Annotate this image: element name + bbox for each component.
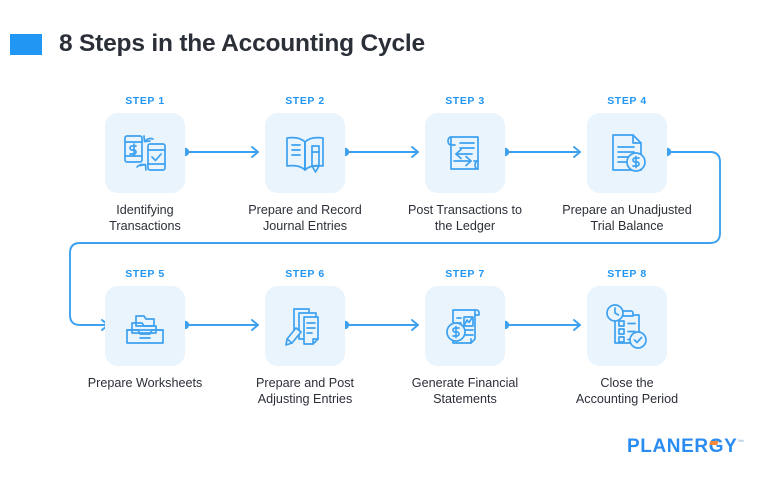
step-icon-card xyxy=(587,113,667,193)
financial-report-chart-coin-icon xyxy=(438,299,492,353)
step-node-6[interactable]: STEP 6 Prepare and Post Adjusting Entrie… xyxy=(225,268,385,407)
step-icon-card xyxy=(105,113,185,193)
step-node-4[interactable]: STEP 4 Prepare an Unadjusted Trial Balan… xyxy=(547,95,707,234)
step-caption: Prepare and Post Adjusting Entries xyxy=(255,376,354,406)
page-title-text: 8 Steps in the Accounting Cycle xyxy=(59,30,425,57)
clipboard-clock-check-icon xyxy=(600,299,654,353)
step-label: STEP 4 xyxy=(607,95,647,107)
step-caption: Prepare an Unadjusted Trial Balance xyxy=(562,203,692,233)
ledger-transfer-arrows-icon xyxy=(438,126,492,180)
step-label: STEP 1 xyxy=(125,95,165,107)
logo-text-part2: Y xyxy=(724,436,738,457)
page-title: 8 Steps in the Accounting Cycle xyxy=(10,30,425,58)
step-icon-card xyxy=(265,286,345,366)
documents-pencil-icon xyxy=(278,299,332,353)
document-dollar-coin-icon xyxy=(600,126,654,180)
logo-accent-letter: G xyxy=(708,436,725,457)
step-node-1[interactable]: STEP 1 Iden xyxy=(65,95,225,234)
step-icon-card xyxy=(587,286,667,366)
step-label: STEP 5 xyxy=(125,268,165,280)
step-label: STEP 7 xyxy=(445,268,485,280)
step-node-5[interactable]: STEP 5 Prepare Worksheets xyxy=(65,268,225,391)
step-caption: Generate Financial Statements xyxy=(411,376,519,406)
step-node-8[interactable]: STEP 8 Close the Accou xyxy=(547,268,707,407)
step-node-7[interactable]: STEP 7 Generate Financ xyxy=(385,268,545,407)
step-node-2[interactable]: STEP 2 Prepare and Record Journal Entrie… xyxy=(225,95,385,234)
step-caption: Close the Accounting Period xyxy=(575,376,679,406)
file-box-folders-icon xyxy=(118,299,172,353)
step-icon-card xyxy=(105,286,185,366)
step-caption: Prepare and Record Journal Entries xyxy=(248,203,362,233)
step-caption: Identifying Transactions xyxy=(109,203,181,233)
step-icon-card xyxy=(265,113,345,193)
step-label: STEP 8 xyxy=(607,268,647,280)
open-book-pencil-icon xyxy=(278,126,332,180)
step-node-3[interactable]: STEP 3 Post Transactions to the Ledger xyxy=(385,95,545,234)
step-caption: Prepare Worksheets xyxy=(87,376,203,390)
phone-dollar-exchange-icon xyxy=(118,126,172,180)
step-icon-card xyxy=(425,113,505,193)
title-accent-square xyxy=(10,33,42,55)
step-label: STEP 6 xyxy=(285,268,325,280)
step-icon-card xyxy=(425,286,505,366)
trademark-symbol: ™ xyxy=(737,439,745,447)
logo-text-part1: PLANER xyxy=(627,436,709,457)
step-caption: Post Transactions to the Ledger xyxy=(407,203,523,233)
planergy-logo: PLANERGY™ xyxy=(627,436,744,458)
step-label: STEP 2 xyxy=(285,95,325,107)
step-label: STEP 3 xyxy=(445,95,485,107)
